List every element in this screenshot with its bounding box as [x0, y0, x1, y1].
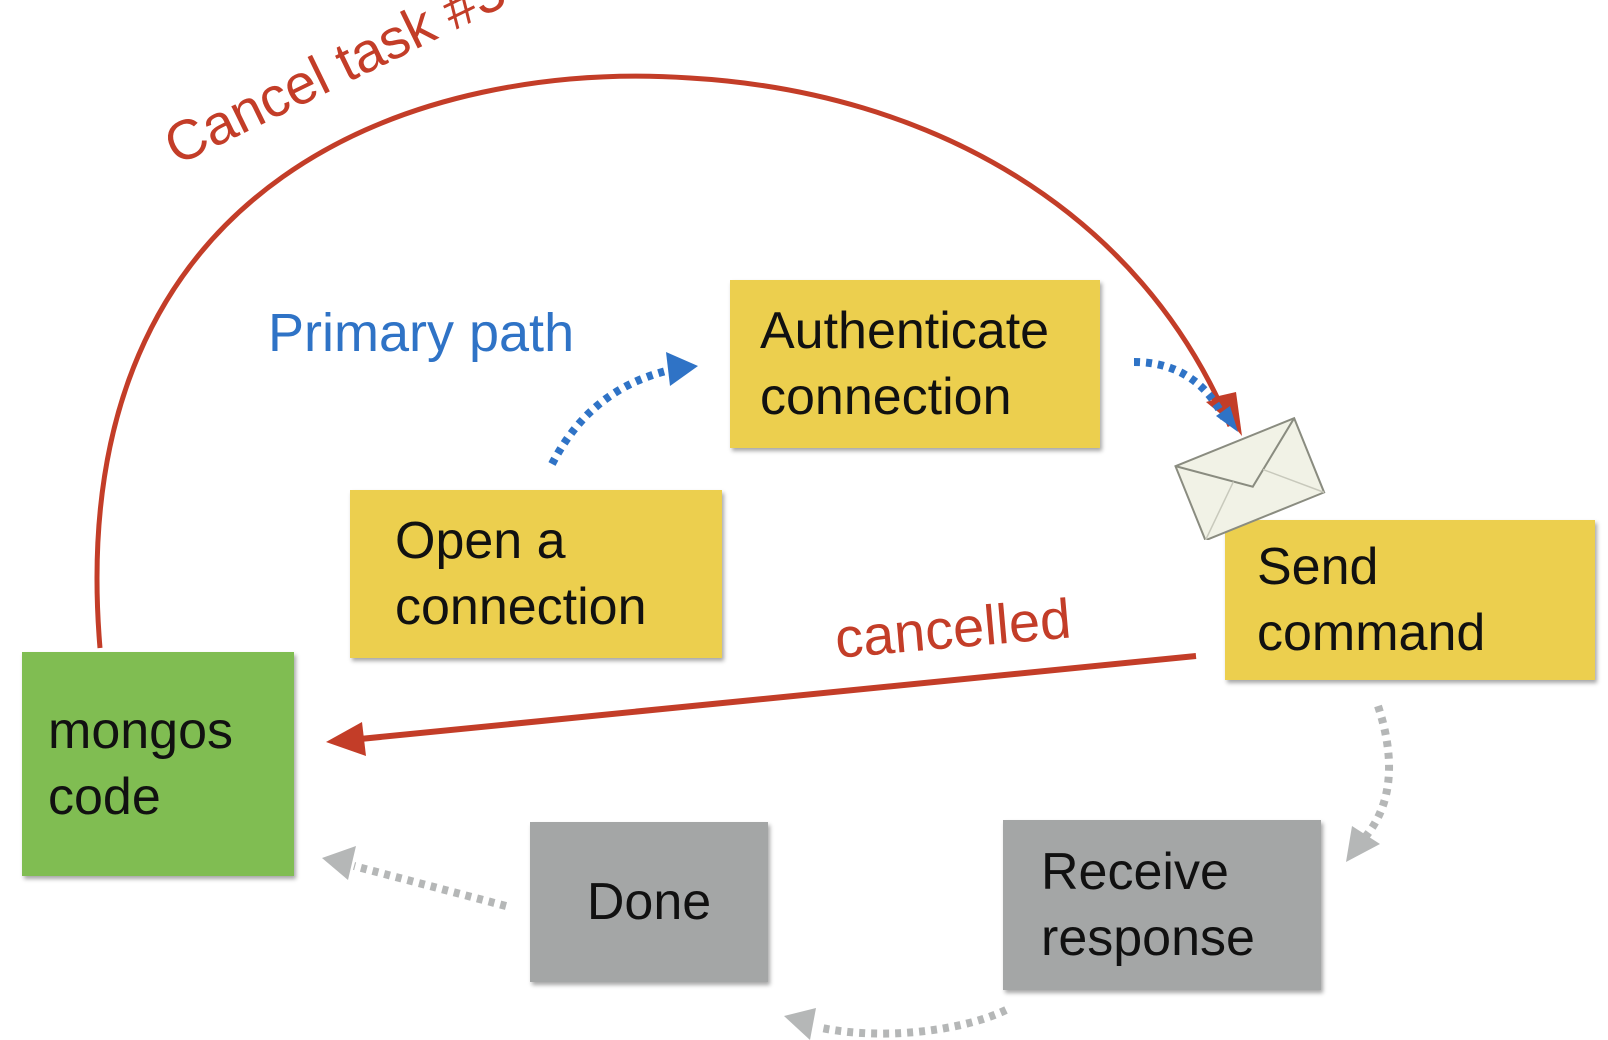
send-command-box: Send command — [1225, 520, 1595, 680]
cancel-task-arrow — [94, 73, 1233, 649]
receive-response-box: Receive response — [1003, 820, 1321, 990]
send-command-line-1: Send — [1257, 538, 1379, 596]
done-line-1: Done — [586, 873, 712, 931]
done-box: Done — [530, 822, 768, 982]
mongos-code-line-1: mongos — [48, 702, 233, 760]
receive-response-line-2: response — [1041, 909, 1255, 967]
return-path-arrowhead-1 — [1346, 826, 1380, 862]
return-path-arrow-1 — [1362, 704, 1394, 839]
envelope-icon — [1174, 416, 1326, 540]
mongos-code-line-2: code — [48, 768, 161, 826]
primary-path-arrowhead-2 — [1216, 406, 1238, 432]
open-connection-box: Open a connection — [350, 490, 722, 658]
mongos-code-box: mongos code — [22, 652, 294, 876]
return-path-arrowhead-2 — [784, 1008, 816, 1040]
return-path-arrow-3 — [352, 862, 508, 910]
return-path-arrow-2 — [821, 1006, 1008, 1038]
primary-path-label: Primary path — [268, 303, 575, 363]
receive-response-line-1: Receive — [1041, 843, 1229, 901]
open-connection-line-2: connection — [395, 578, 647, 636]
cancelled-arrow — [349, 653, 1197, 743]
primary-path-arrow-1 — [548, 366, 671, 466]
authenticate-connection-line-2: connection — [760, 368, 1012, 426]
primary-path-arrowhead-1 — [666, 352, 698, 386]
authenticate-connection-box: Authenticate connection — [730, 280, 1100, 448]
open-connection-line-1: Open a — [395, 512, 566, 570]
authenticate-connection-line-1: Authenticate — [760, 302, 1050, 360]
return-path-arrowhead-3 — [322, 846, 356, 880]
send-command-line-2: command — [1257, 604, 1486, 662]
cancelled-arrowhead — [326, 722, 366, 756]
primary-path-arrow-2 — [1133, 358, 1228, 420]
